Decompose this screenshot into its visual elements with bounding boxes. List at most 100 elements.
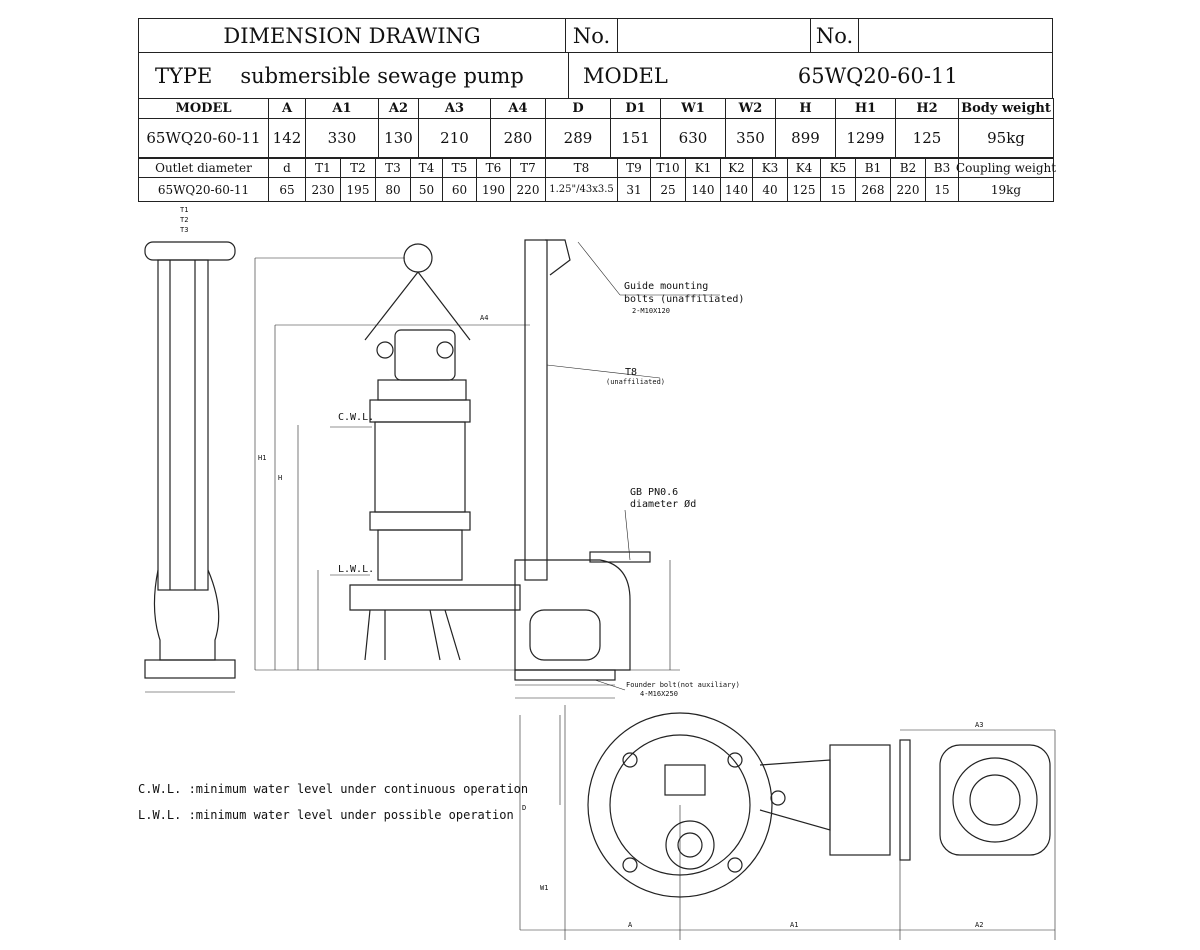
dim-a3: A3 [975,721,983,729]
guide-bolts-label-1: Guide mounting [624,281,708,292]
dim-t1: T1 [180,206,188,214]
table1-header-cell: MODEL [138,98,269,119]
table2-header-cell: d [268,158,306,178]
table2-header-cell: K3 [752,158,788,178]
t8-label: T8 [625,367,637,378]
table1-header-cell: A3 [418,98,491,119]
table2-header-cell: T6 [476,158,511,178]
guide-pipe-and-elbow [514,239,651,681]
cwl-mark: C.W.L. [338,412,374,423]
table1-value-cell: 1299 [835,118,896,158]
dim-a: A [628,921,633,929]
guide-bolts-spec: 2-M10X120 [632,307,670,315]
table1-value-cell: 142 [268,118,306,158]
table2-header-cell: B2 [890,158,926,178]
table2-value-cell: 140 [720,177,753,202]
table2-header-cell: T1 [305,158,341,178]
table2-header-cell: B3 [925,158,959,178]
table2-value-cell: 230 [305,177,341,202]
model-label: MODEL [583,63,668,88]
no-label-2: No. [810,18,859,53]
table2-header-cell: T2 [340,158,376,178]
type-value: submersible sewage pump [240,63,524,88]
table2-value-cell: 220 [890,177,926,202]
table2-value-cell: 15 [925,177,959,202]
model-value: 65WQ20-60-11 [797,63,958,88]
dim-d1: W1 [540,884,548,892]
table1-header-cell: W1 [660,98,726,119]
table2-header-cell: Outlet diameter [138,158,269,178]
table1-value-cell: 210 [418,118,491,158]
table2-value-cell: 195 [340,177,376,202]
table2-value-cell: 50 [410,177,443,202]
table2-value-cell: 31 [617,177,651,202]
flange-label-1: GB PN0.6 [630,487,678,498]
table2-value-cell: 140 [685,177,721,202]
table2-value-cell: 125 [787,177,821,202]
table2-value-cell: 15 [820,177,856,202]
table1-header-cell: A2 [378,98,419,119]
table2-header-cell: T10 [650,158,686,178]
drawing-title: DIMENSION DRAWING [138,18,566,53]
table2-value-cell: 65WQ20-60-11 [138,177,269,202]
table1-value-cell: 899 [775,118,836,158]
no-value-1 [617,18,811,53]
side-view-guide-rail [144,241,236,693]
dim-a2: A2 [975,921,983,929]
no-value-2 [858,18,1053,53]
table1-header-cell: W2 [725,98,776,119]
flange-label-2: diameter Ød [630,498,696,510]
table2-header-cell: Coupling weight [956,158,1056,178]
dim-a4: A4 [480,314,488,322]
model-row: MODEL 65WQ20-60-11 [568,52,1053,99]
plan-view [519,705,1056,940]
pump-dimension-drawing: T1 T2 T3 H1 H A4 W1 D A A1 A2 A3 Guide m… [144,206,1056,940]
table1-value-cell: 350 [725,118,776,158]
dimension-lines [254,241,720,699]
table1-header-cell: A [268,98,306,119]
guide-bolts-label-2: bolts (unaffiliated) [624,294,744,305]
table1-value-cell: 630 [660,118,726,158]
table2-header-cell: T4 [410,158,443,178]
table2-value-cell: 190 [476,177,511,202]
table1-header-cell: H1 [835,98,896,119]
table1-header-cell: A4 [490,98,546,119]
dim-h: H [278,474,282,482]
table1-header-cell: A1 [305,98,379,119]
table2-value-cell: 60 [442,177,477,202]
table2-value-cell: 25 [650,177,686,202]
table1-value-cell: 130 [378,118,419,158]
table2-value-cell: 80 [375,177,411,202]
dim-t2: T2 [180,216,188,224]
table2-header-cell: T5 [442,158,477,178]
dim-t3: T3 [180,226,188,234]
table2-header-cell: T7 [510,158,546,178]
type-label: TYPE [155,63,213,88]
table1-value-cell: 330 [305,118,379,158]
table1-header-cell: H2 [895,98,959,119]
lwl-note: L.W.L. :minimum water level under possib… [138,808,514,822]
table1-value-cell: 151 [610,118,661,158]
type-row: TYPE submersible sewage pump [138,52,569,99]
dim-h1: H1 [258,454,266,462]
t8-note: (unaffiliated) [606,378,665,386]
table2-value-cell: 268 [855,177,891,202]
table2-value-cell: 220 [510,177,546,202]
table2-header-cell: K5 [820,158,856,178]
table2-header-cell: T3 [375,158,411,178]
table2-value-cell: 1.25"/43x3.5 [545,177,618,202]
cwl-note: C.W.L. :minimum water level under contin… [138,782,529,796]
table2-value-cell: 65 [268,177,306,202]
dim-a1: A1 [790,921,798,929]
lwl-mark: L.W.L. [338,564,374,575]
table1-value-cell: 289 [545,118,611,158]
table2-header-cell: T9 [617,158,651,178]
table2-value-cell: 40 [752,177,788,202]
table2-header-cell: K2 [720,158,753,178]
table1-header-cell: H [775,98,836,119]
founder-bolt-spec: 4-M16X250 [640,690,678,698]
founder-bolt-label: Founder bolt(not auxiliary) [626,681,740,689]
table2-header-cell: K1 [685,158,721,178]
table1-value-cell: 65WQ20-60-11 [138,118,269,158]
table1-header-cell: Body weight [958,98,1054,119]
